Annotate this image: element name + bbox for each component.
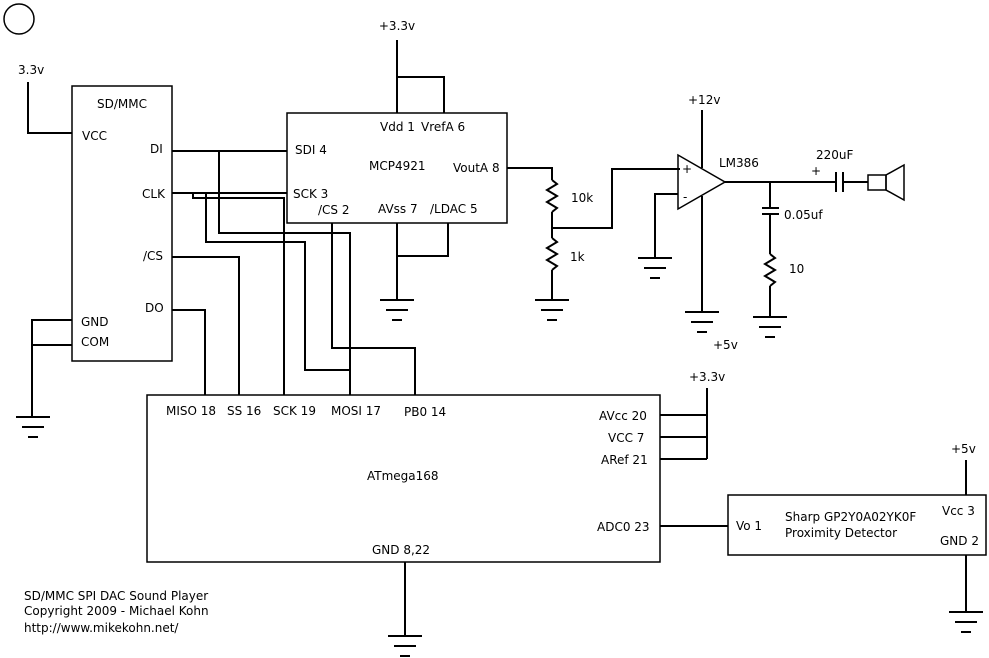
capacitor-220uf-label: 220uF bbox=[816, 148, 854, 162]
ground-icon bbox=[388, 635, 422, 657]
mcu-pin-vcc: VCC 7 bbox=[608, 431, 644, 445]
ground-icon bbox=[949, 611, 983, 633]
dac-pin-vref: VrefA 6 bbox=[421, 120, 465, 134]
ground-icon bbox=[753, 316, 787, 338]
sdmmc-pin-do: DO bbox=[145, 301, 164, 315]
dac-supply-label: +3.3v bbox=[379, 19, 415, 33]
dac-pin-sck: SCK 3 bbox=[293, 187, 328, 201]
amp-minus: - bbox=[683, 190, 687, 204]
mcu-pin-ss: SS 16 bbox=[227, 404, 261, 418]
mcu-pin-sck: SCK 19 bbox=[273, 404, 316, 418]
title-block: SD/MMC SPI DAC Sound Player Copyright 20… bbox=[24, 589, 209, 635]
amp-plus: + bbox=[682, 162, 692, 176]
spi-wires bbox=[172, 150, 416, 395]
mcu-chip: MISO 18 SS 16 SCK 19 MOSI 17 PB0 14 ATme… bbox=[146, 370, 725, 563]
resistor-10-icon bbox=[763, 253, 777, 287]
mcu-pin-mosi: MOSI 17 bbox=[331, 404, 381, 418]
capacitor-plus: + bbox=[811, 164, 821, 178]
mcu-pin-miso: MISO 18 bbox=[166, 404, 216, 418]
mcu-pin-avcc: AVcc 20 bbox=[599, 409, 647, 423]
title-line-2: Copyright 2009 - Michael Kohn bbox=[24, 604, 209, 618]
sensor-desc: Proximity Detector bbox=[785, 526, 897, 540]
dac-label: MCP4921 bbox=[369, 159, 426, 173]
ground-icon bbox=[16, 416, 50, 438]
dac-pin-avss: AVss 7 bbox=[378, 202, 418, 216]
ground-icon bbox=[535, 299, 569, 321]
mcu-supply-label: +3.3v bbox=[689, 370, 725, 384]
mcu-label: ATmega168 bbox=[367, 469, 439, 483]
resistor-10k-label: 10k bbox=[571, 191, 593, 205]
mcu-pin-pb0: PB0 14 bbox=[404, 405, 446, 419]
ground-icon bbox=[638, 257, 672, 279]
sdmmc-pin-com: COM bbox=[81, 335, 109, 349]
amp-label: LM386 bbox=[719, 156, 759, 170]
title-line-1: SD/MMC SPI DAC Sound Player bbox=[24, 589, 208, 603]
resistor-1k-label: 1k bbox=[570, 250, 585, 264]
ground-icon bbox=[380, 299, 414, 321]
dac-pin-sdi: SDI 4 bbox=[295, 143, 327, 157]
ground-icon bbox=[685, 311, 719, 333]
resistor-10-label: 10 bbox=[789, 262, 804, 276]
sensor-pin-vo: Vo 1 bbox=[736, 519, 762, 533]
output-stage: 220uF + 0.05uf 10 bbox=[725, 148, 905, 338]
dac-pin-ldac: /LDAC 5 bbox=[430, 202, 478, 216]
opamp-triangle-icon bbox=[677, 153, 727, 211]
sdmmc-pin-vcc: VCC bbox=[82, 129, 107, 143]
sdmmc-label: SD/MMC bbox=[97, 97, 147, 111]
sensor-pin-vcc: Vcc 3 bbox=[942, 504, 975, 518]
dac-pin-vdd: Vdd 1 bbox=[380, 120, 415, 134]
dac-pin-cs: /CS 2 bbox=[318, 203, 350, 217]
sdmmc-pin-clk: CLK bbox=[142, 187, 166, 201]
divider-network: 10k 1k bbox=[507, 167, 680, 321]
sdmmc-supply-label: 3.3v bbox=[18, 63, 44, 77]
sdmmc-pin-gnd: GND bbox=[81, 315, 109, 329]
sdmmc-card: SD/MMC 3.3v VCC DI CLK /CS DO GND COM bbox=[18, 63, 173, 362]
title-line-3: http://www.mikekohn.net/ bbox=[24, 621, 179, 635]
dac-chip: +3.3v Vdd 1 VrefA 6 MCP4921 SDI 4 SCK 3 … bbox=[286, 19, 508, 224]
sensor-module: Vo 1 Sharp GP2Y0A02YK0F Proximity Detect… bbox=[727, 442, 987, 633]
sensor-pin-gnd: GND 2 bbox=[940, 534, 979, 548]
sdmmc-pin-cs: /CS bbox=[143, 249, 163, 263]
capacitor-005uf-label: 0.05uf bbox=[784, 208, 823, 222]
resistor-10k-icon bbox=[545, 179, 559, 213]
mcu-pin-gnd: GND 8,22 bbox=[372, 543, 430, 557]
sensor-box bbox=[727, 494, 987, 556]
dac-pin-vout: VoutA 8 bbox=[453, 161, 500, 175]
mcu-box bbox=[146, 394, 661, 563]
sensor-supply-label: +5v bbox=[951, 442, 976, 456]
amp-supply-bottom: +5v bbox=[713, 338, 738, 352]
amp-supply-top: +12v bbox=[688, 93, 720, 107]
amplifier: + - LM386 +12v +5v bbox=[638, 93, 759, 352]
mcu-pin-adc0: ADC0 23 bbox=[597, 520, 650, 534]
sdmmc-pin-di: DI bbox=[150, 142, 163, 156]
speaker-icon bbox=[867, 163, 905, 202]
sdmmc-box bbox=[71, 85, 173, 362]
sensor-name: Sharp GP2Y0A02YK0F bbox=[785, 510, 916, 524]
dac-wires bbox=[380, 40, 449, 321]
sdmmc-wires bbox=[16, 82, 72, 438]
corner-circle-icon bbox=[3, 3, 35, 35]
mcu-wires bbox=[388, 388, 728, 657]
mcu-pin-aref: ARef 21 bbox=[601, 453, 648, 467]
resistor-1k-icon bbox=[545, 237, 559, 271]
